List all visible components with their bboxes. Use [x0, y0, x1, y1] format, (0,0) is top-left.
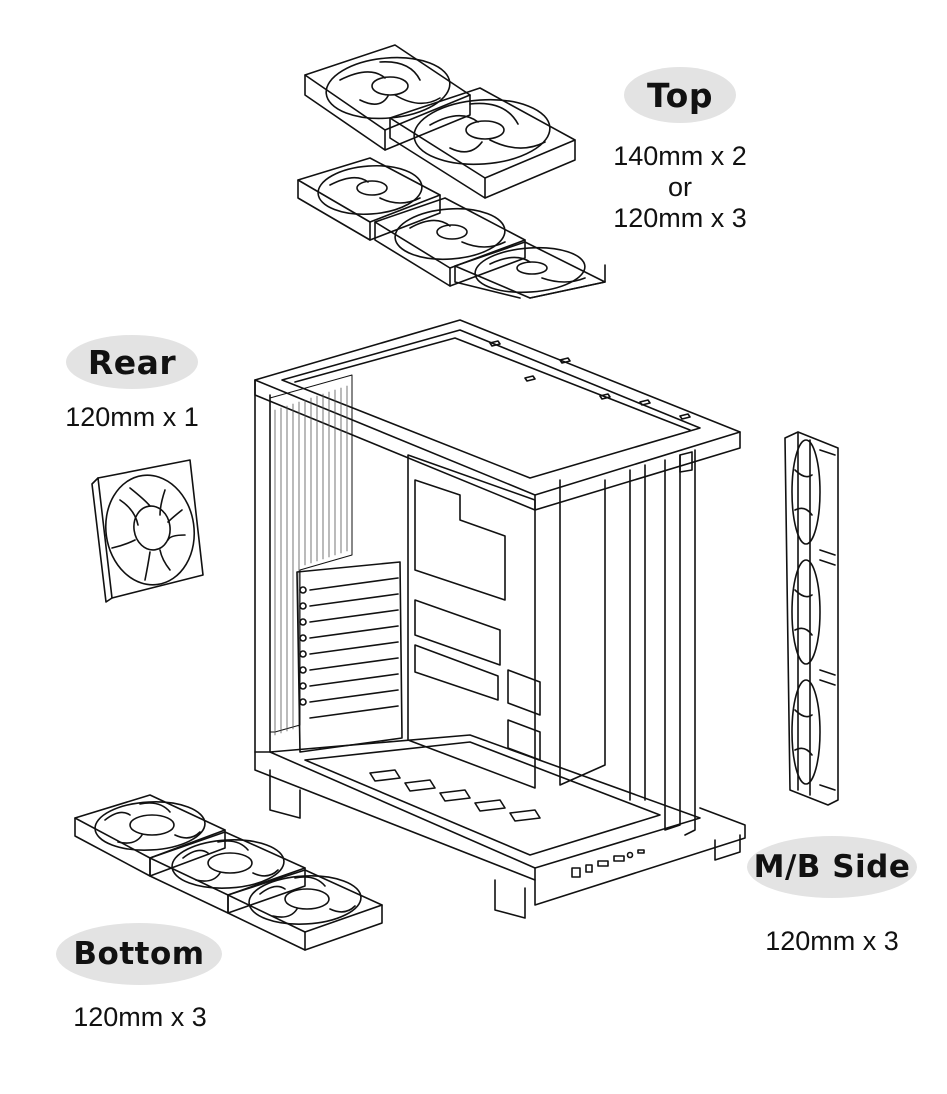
label-top-text: Top — [647, 75, 713, 115]
spec-top-line-2: or — [667, 172, 692, 202]
label-bottom-text: Bottom — [73, 936, 205, 972]
top-fan-120-group — [297, 157, 606, 299]
pci-slots — [296, 561, 403, 753]
bottom-fan-group — [74, 794, 383, 951]
top-fan-120-2 — [374, 197, 526, 287]
front-io-ports — [571, 849, 645, 878]
top-fan-140-1 — [304, 44, 471, 151]
bottom-fan-3 — [227, 869, 383, 951]
top-fan-120-1 — [297, 157, 441, 241]
spec-top-line-1: 140mm x 2 — [613, 141, 747, 171]
top-fan-120-3 — [454, 241, 606, 299]
label-bottom: Bottom — [56, 923, 222, 985]
spec-bottom: 120mm x 3 — [50, 1002, 230, 1033]
label-rear-text: Rear — [87, 342, 177, 382]
top-fan-140-group — [304, 44, 576, 199]
rear-mesh — [274, 385, 348, 736]
label-top: Top — [624, 67, 736, 123]
spec-mb-side: 120mm x 3 — [742, 926, 922, 957]
mb-side-fan-group — [784, 431, 839, 806]
rear-fan — [91, 459, 204, 603]
pc-case — [254, 319, 746, 919]
label-rear: Rear — [66, 335, 198, 389]
spec-rear-line-1: 120mm x 1 — [65, 402, 199, 432]
spec-rear: 120mm x 1 — [42, 402, 222, 433]
spec-top-line-3: 120mm x 3 — [613, 203, 747, 233]
spec-bottom-line-1: 120mm x 3 — [73, 1002, 207, 1032]
label-mb-side: M/B Side — [747, 836, 917, 898]
spec-top: 140mm x 2 or 120mm x 3 — [590, 141, 770, 234]
top-fan-140-2 — [389, 87, 576, 199]
label-mb-side-text: M/B Side — [753, 849, 911, 885]
spec-mb-side-line-1: 120mm x 3 — [765, 926, 899, 956]
